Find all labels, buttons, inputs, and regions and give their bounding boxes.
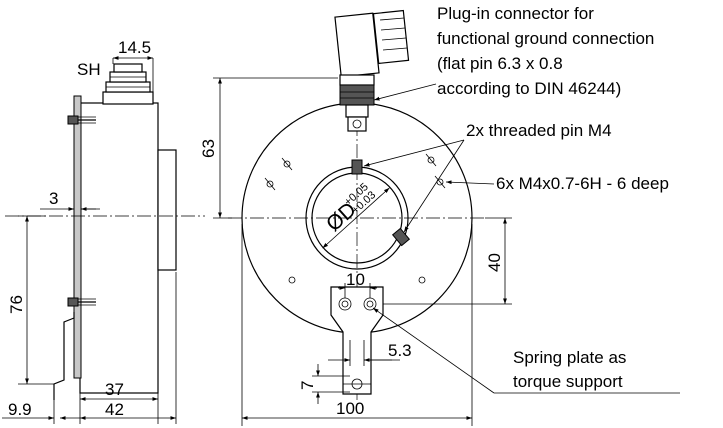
- label-sh: SH: [77, 60, 101, 79]
- side-hub: [157, 149, 177, 271]
- note-tapped-holes: 6x M4x0.7-6H - 6 deep: [496, 174, 669, 193]
- note-spring-line1: Spring plate as: [513, 348, 626, 367]
- dim-3: 3: [49, 189, 58, 208]
- side-flange: [73, 95, 82, 379]
- note-threaded-pin: 2x threaded pin M4: [466, 121, 612, 140]
- tapped-holes: [264, 153, 446, 284]
- side-screw-top: [67, 115, 96, 125]
- side-connector: [102, 63, 154, 105]
- dim-100: 100: [336, 399, 364, 418]
- dim-37: 37: [105, 380, 124, 399]
- note-connector-line2: functional ground connection: [437, 29, 654, 48]
- dim-5-3: 5.3: [388, 341, 412, 360]
- note-connector-line1: Plug-in connector for: [437, 4, 594, 23]
- note-connector-line3: (flat pin 6.3 x 0.8: [437, 54, 563, 73]
- threaded-pin-side: [391, 227, 411, 247]
- dim-76: 76: [7, 295, 26, 314]
- note-connector-line4: according to DIN 46244): [437, 79, 621, 98]
- dim-10: 10: [346, 270, 365, 289]
- dim-63: 63: [199, 139, 218, 158]
- front-connector: [334, 9, 410, 132]
- dim-14-5: 14.5: [118, 38, 151, 57]
- side-body: [79, 102, 159, 394]
- note-spring-line2: torque support: [513, 372, 623, 391]
- dim-9-9: 9.9: [8, 400, 32, 419]
- side-view: 14.5 SH 3 76 37 42 9.9: [2, 38, 205, 424]
- front-spring-plate: [330, 286, 384, 395]
- side-screw-bottom: [67, 297, 96, 307]
- dim-42: 42: [105, 400, 124, 419]
- side-spring-arm: [53, 312, 75, 400]
- dim-7: 7: [298, 381, 317, 390]
- threaded-pin-top: [351, 159, 363, 175]
- dim-40: 40: [485, 253, 504, 272]
- notes: Plug-in connector for functional ground …: [363, 4, 680, 394]
